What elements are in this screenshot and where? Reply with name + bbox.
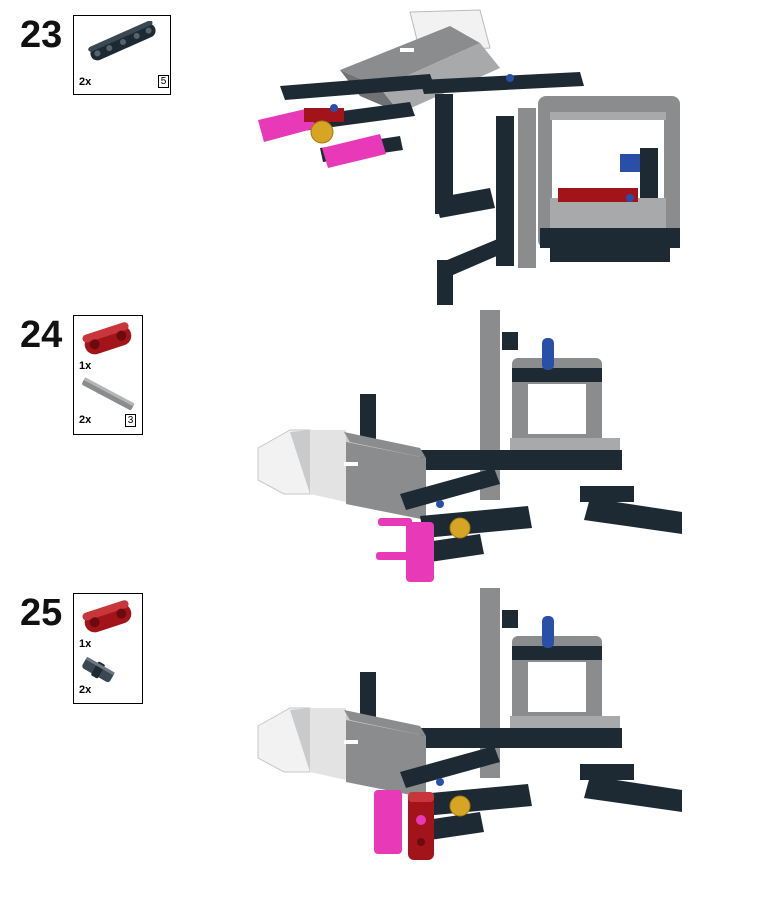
step-number: 24: [20, 314, 63, 356]
step-24-assembly: [257, 310, 682, 582]
part-quantity: 1x: [79, 360, 92, 372]
gray-axle-part: [82, 377, 135, 410]
red-cross-block-part: [82, 600, 132, 633]
step-number: 23: [20, 14, 63, 56]
dark-axle-connector-part: [82, 656, 115, 683]
step-number: 25: [20, 592, 63, 634]
red-cross-block-part: [82, 322, 132, 355]
part-quantity: 2x: [79, 414, 92, 426]
parts-callout: 1x 2x 3: [73, 315, 143, 435]
part-length-badge: 5: [158, 75, 169, 88]
parts-callout: 1x 2x: [73, 593, 143, 704]
step-25-assembly: [257, 588, 682, 860]
step-23-assembly: [258, 9, 680, 305]
part-quantity: 2x: [79, 684, 92, 696]
part-quantity: 2x: [79, 76, 92, 88]
part-quantity: 1x: [79, 638, 92, 650]
part-length-badge: 3: [125, 414, 136, 427]
parts-callout: 2x 5: [73, 15, 171, 95]
dark-gray-liftarm-part: [88, 21, 156, 61]
